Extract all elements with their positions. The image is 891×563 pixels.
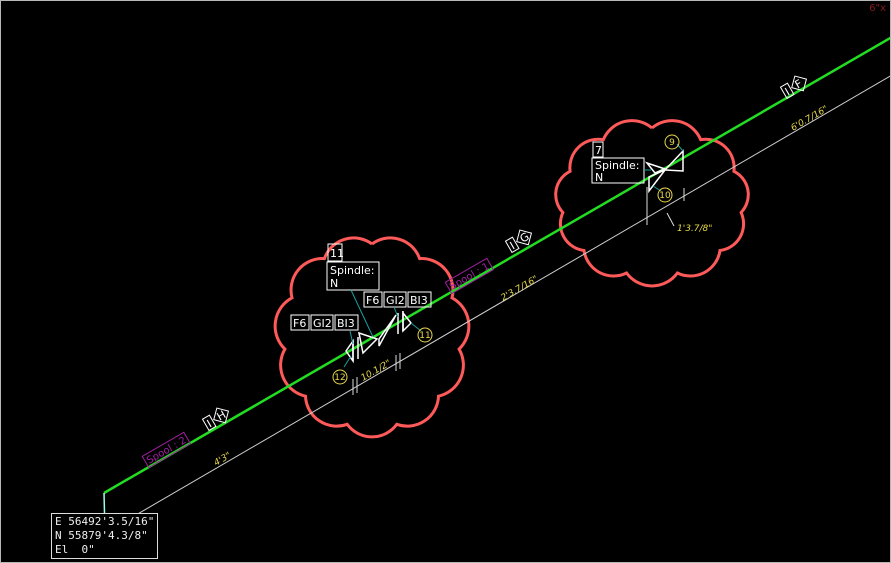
svg-text:BI3: BI3 bbox=[337, 317, 355, 330]
dimension-line bbox=[104, 75, 890, 534]
spindle-label: Spindle: bbox=[330, 264, 375, 277]
svg-text:I: I bbox=[508, 239, 517, 252]
dimension-text: 1'3.7/8" bbox=[677, 224, 712, 234]
tag-number: 7 bbox=[595, 144, 602, 157]
item-bubble: 11 bbox=[419, 331, 430, 341]
spindle-value: N bbox=[595, 171, 603, 184]
flange-tags-right: F6 GI2 BI3 bbox=[363, 291, 432, 308]
dimension-text: 4'3" bbox=[213, 451, 234, 469]
pipe-centerline[interactable] bbox=[103, 36, 890, 495]
east-coordinate: E 56492'3.5/16" bbox=[55, 515, 155, 528]
dimension-leader bbox=[666, 212, 675, 227]
flange-tags-left: F6 GI2 BI3 bbox=[290, 314, 359, 331]
spool-label[interactable]: Spool : 1 bbox=[444, 257, 495, 295]
coordinate-box: E 56492'3.5/16"N 55879'4.3/8"El 0" bbox=[51, 513, 159, 559]
spindle-label: Spindle: bbox=[595, 159, 640, 172]
valve-annotation-group[interactable]: 7 Spindle: N 9 10 bbox=[591, 134, 684, 203]
svg-text:GI2: GI2 bbox=[313, 317, 332, 330]
item-bubble: 10 bbox=[659, 191, 671, 201]
spool-label[interactable]: Spool : 2 bbox=[141, 431, 192, 469]
weld-tag[interactable]: I G bbox=[504, 226, 535, 254]
svg-text:F: F bbox=[793, 77, 805, 91]
svg-text:F6: F6 bbox=[366, 294, 379, 307]
valve-symbol bbox=[644, 149, 684, 194]
weld-tag[interactable]: I F bbox=[779, 72, 810, 100]
elevation: El 0" bbox=[55, 543, 95, 556]
dimension-text: 6'0.7/16" bbox=[790, 104, 831, 133]
dimension-ticks bbox=[352, 187, 685, 395]
item-bubble: 9 bbox=[669, 138, 675, 148]
spindle-value: N bbox=[330, 277, 338, 290]
tag-number: 11 bbox=[330, 247, 344, 260]
revision-cloud[interactable] bbox=[554, 119, 750, 288]
valve-symbol bbox=[345, 310, 413, 364]
svg-text:F6: F6 bbox=[293, 317, 306, 330]
item-bubble: 12 bbox=[334, 373, 345, 383]
corner-label: 6"x bbox=[869, 3, 886, 14]
svg-text:BI3: BI3 bbox=[410, 294, 428, 307]
north-coordinate: N 55879'4.3/8" bbox=[55, 529, 148, 542]
svg-text:I: I bbox=[205, 417, 214, 430]
valve-annotation-group[interactable]: 11 Spindle: N F6 GI2 BI3 F6 GI2 BI3 12 1… bbox=[290, 243, 433, 385]
dimension-text: 10.1/2" bbox=[360, 358, 394, 383]
dimension-text: 2'3.7/16" bbox=[500, 274, 541, 303]
svg-text:I: I bbox=[783, 85, 792, 98]
svg-text:GI2: GI2 bbox=[386, 294, 405, 307]
